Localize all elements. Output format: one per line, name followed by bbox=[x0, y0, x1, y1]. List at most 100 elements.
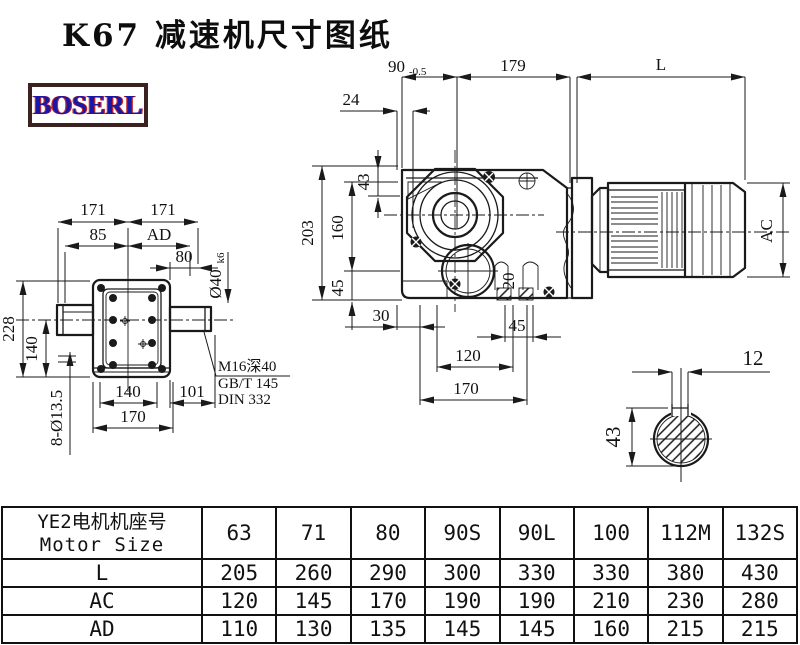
table-header-motor-size: YE2电机机座号 Motor Size bbox=[1, 506, 203, 560]
detail-dimensions: 12 43 bbox=[601, 346, 770, 467]
dimension-AC: AC bbox=[747, 182, 790, 278]
table-row-AD: AD 110 130 135 145 145 160 215 215 bbox=[1, 614, 799, 644]
table-cell: 130 bbox=[275, 614, 352, 644]
dim-171-left: 171 bbox=[80, 200, 106, 219]
dim-80: 80 bbox=[176, 247, 193, 266]
row-label-L: L bbox=[1, 558, 203, 588]
note-m16-depth-40: M16深40 bbox=[218, 358, 276, 375]
table-cell: 300 bbox=[424, 558, 501, 588]
technical-drawing: 90 -0.5 179 L 24 203 1 bbox=[0, 55, 792, 482]
table-cell: 110 bbox=[200, 614, 278, 644]
dim-140-bottom: 140 bbox=[115, 382, 141, 401]
table-cell: 215 bbox=[721, 614, 799, 644]
col-header-100: 100 bbox=[572, 506, 650, 560]
table-cell: 260 bbox=[275, 558, 352, 588]
dim-228: 228 bbox=[0, 316, 18, 342]
dim-20: 20 bbox=[499, 273, 518, 290]
table-cell: 430 bbox=[721, 558, 799, 588]
cover-bolts bbox=[109, 294, 156, 369]
dim-L: L bbox=[656, 55, 666, 74]
note-din-332: DIN 332 bbox=[218, 392, 271, 408]
dim-85: 85 bbox=[90, 225, 107, 244]
table-cell: 280 bbox=[721, 586, 799, 616]
col-header-112M: 112M bbox=[647, 506, 724, 560]
motor-flange bbox=[560, 176, 594, 300]
dimension-lines-left: 203 160 43 45 bbox=[298, 150, 402, 330]
dimension-lines-bottom: 30 120 170 45 20 bbox=[345, 273, 561, 405]
side-view-gearbox-motor: 90 -0.5 179 L 24 203 1 bbox=[298, 55, 792, 405]
table-row-L: L 205 260 290 300 330 330 380 430 bbox=[1, 558, 799, 588]
table-cell: 380 bbox=[647, 558, 724, 588]
table-header-row: YE2电机机座号 Motor Size 63 71 80 90S 90L 100… bbox=[1, 506, 799, 560]
dim-120: 120 bbox=[455, 346, 481, 365]
dim-diameter-40: Ø40 bbox=[206, 269, 225, 298]
table-cell: 290 bbox=[349, 558, 427, 588]
motor-size-table: YE2电机机座号 Motor Size 63 71 80 90S 90L 100… bbox=[1, 506, 799, 644]
table-cell: 205 bbox=[200, 558, 278, 588]
table-cell: 190 bbox=[424, 586, 501, 616]
dim-12-key-width: 12 bbox=[743, 346, 764, 370]
table-row-AC: AC 120 145 170 190 190 210 230 280 bbox=[1, 586, 799, 616]
dim-179: 179 bbox=[500, 56, 526, 75]
dim-90-tolerance: -0.5 bbox=[409, 66, 427, 78]
dim-AC: AC bbox=[757, 219, 776, 243]
input-bore-circle bbox=[438, 243, 498, 299]
header-en: Motor Size bbox=[39, 534, 165, 556]
table-cell: 120 bbox=[200, 586, 278, 616]
output-shaft-boss bbox=[384, 150, 544, 312]
table-cell: 190 bbox=[498, 586, 575, 616]
dim-30: 30 bbox=[373, 306, 390, 325]
dim-45-right: 45 bbox=[509, 316, 526, 335]
col-header-90L: 90L bbox=[498, 506, 575, 560]
table-cell: 330 bbox=[572, 558, 650, 588]
table-cell: 330 bbox=[498, 558, 575, 588]
dim-170-bottom: 170 bbox=[120, 407, 146, 426]
note-gbt-145: GB/T 145 bbox=[218, 376, 278, 392]
dim-170-side: 170 bbox=[453, 379, 479, 398]
col-header-80: 80 bbox=[349, 506, 427, 560]
fan-cowl-ribs bbox=[691, 183, 731, 277]
gearbox-body-top bbox=[91, 278, 172, 379]
dim-45-left: 45 bbox=[328, 280, 347, 297]
dim-160: 160 bbox=[328, 215, 347, 241]
gearbox-housing bbox=[400, 168, 574, 300]
table-cell: 170 bbox=[349, 586, 427, 616]
dimensions-top-view: 171 171 85 AD 80 Ø40 k6 228 140 bbox=[0, 200, 232, 455]
table-cell: 230 bbox=[647, 586, 724, 616]
top-view-gearbox: 171 171 85 AD 80 Ø40 k6 228 140 bbox=[0, 200, 290, 455]
dim-43-keyway: 43 bbox=[601, 427, 625, 448]
row-label-AD: AD bbox=[1, 614, 203, 644]
table-cell: 145 bbox=[275, 586, 352, 616]
motor-cooling-fins bbox=[611, 192, 683, 268]
col-header-71: 71 bbox=[275, 506, 352, 560]
dim-AD: AD bbox=[147, 225, 172, 244]
row-label-AC: AC bbox=[1, 586, 203, 616]
mounting-feet bbox=[494, 261, 539, 301]
table-cell: 215 bbox=[647, 614, 724, 644]
thread-note: M16深40 GB/T 145 DIN 332 bbox=[203, 331, 290, 408]
dim-8-holes-13-5: 8-Ø13.5 bbox=[47, 390, 66, 446]
housing-bolts bbox=[410, 171, 555, 298]
brand-logo-box: BOSERL bbox=[28, 83, 148, 127]
dim-101: 101 bbox=[179, 382, 205, 401]
dim-43-side: 43 bbox=[354, 174, 373, 191]
dimension-lines-top: 90 -0.5 179 L 24 bbox=[340, 55, 746, 228]
page-title: K67 减速机尺寸图纸 bbox=[62, 18, 393, 54]
table-cell: 135 bbox=[349, 614, 427, 644]
header-cn: YE2电机机座号 bbox=[37, 511, 167, 533]
table-cell: 160 bbox=[572, 614, 650, 644]
dim-24: 24 bbox=[343, 90, 361, 109]
dim-140-vertical: 140 bbox=[22, 336, 41, 362]
table-cell: 145 bbox=[424, 614, 501, 644]
dim-171-right: 171 bbox=[150, 200, 176, 219]
shafts-top-view bbox=[16, 272, 234, 392]
table-cell: 145 bbox=[498, 614, 575, 644]
dim-203: 203 bbox=[298, 220, 317, 246]
col-header-132S: 132S bbox=[721, 506, 799, 560]
table-cell: 210 bbox=[572, 586, 650, 616]
brand-logo-text: BOSERL bbox=[33, 89, 143, 120]
col-header-90S: 90S bbox=[424, 506, 501, 560]
col-header-63: 63 bbox=[200, 506, 278, 560]
dim-40-tolerance: k6 bbox=[215, 252, 227, 264]
